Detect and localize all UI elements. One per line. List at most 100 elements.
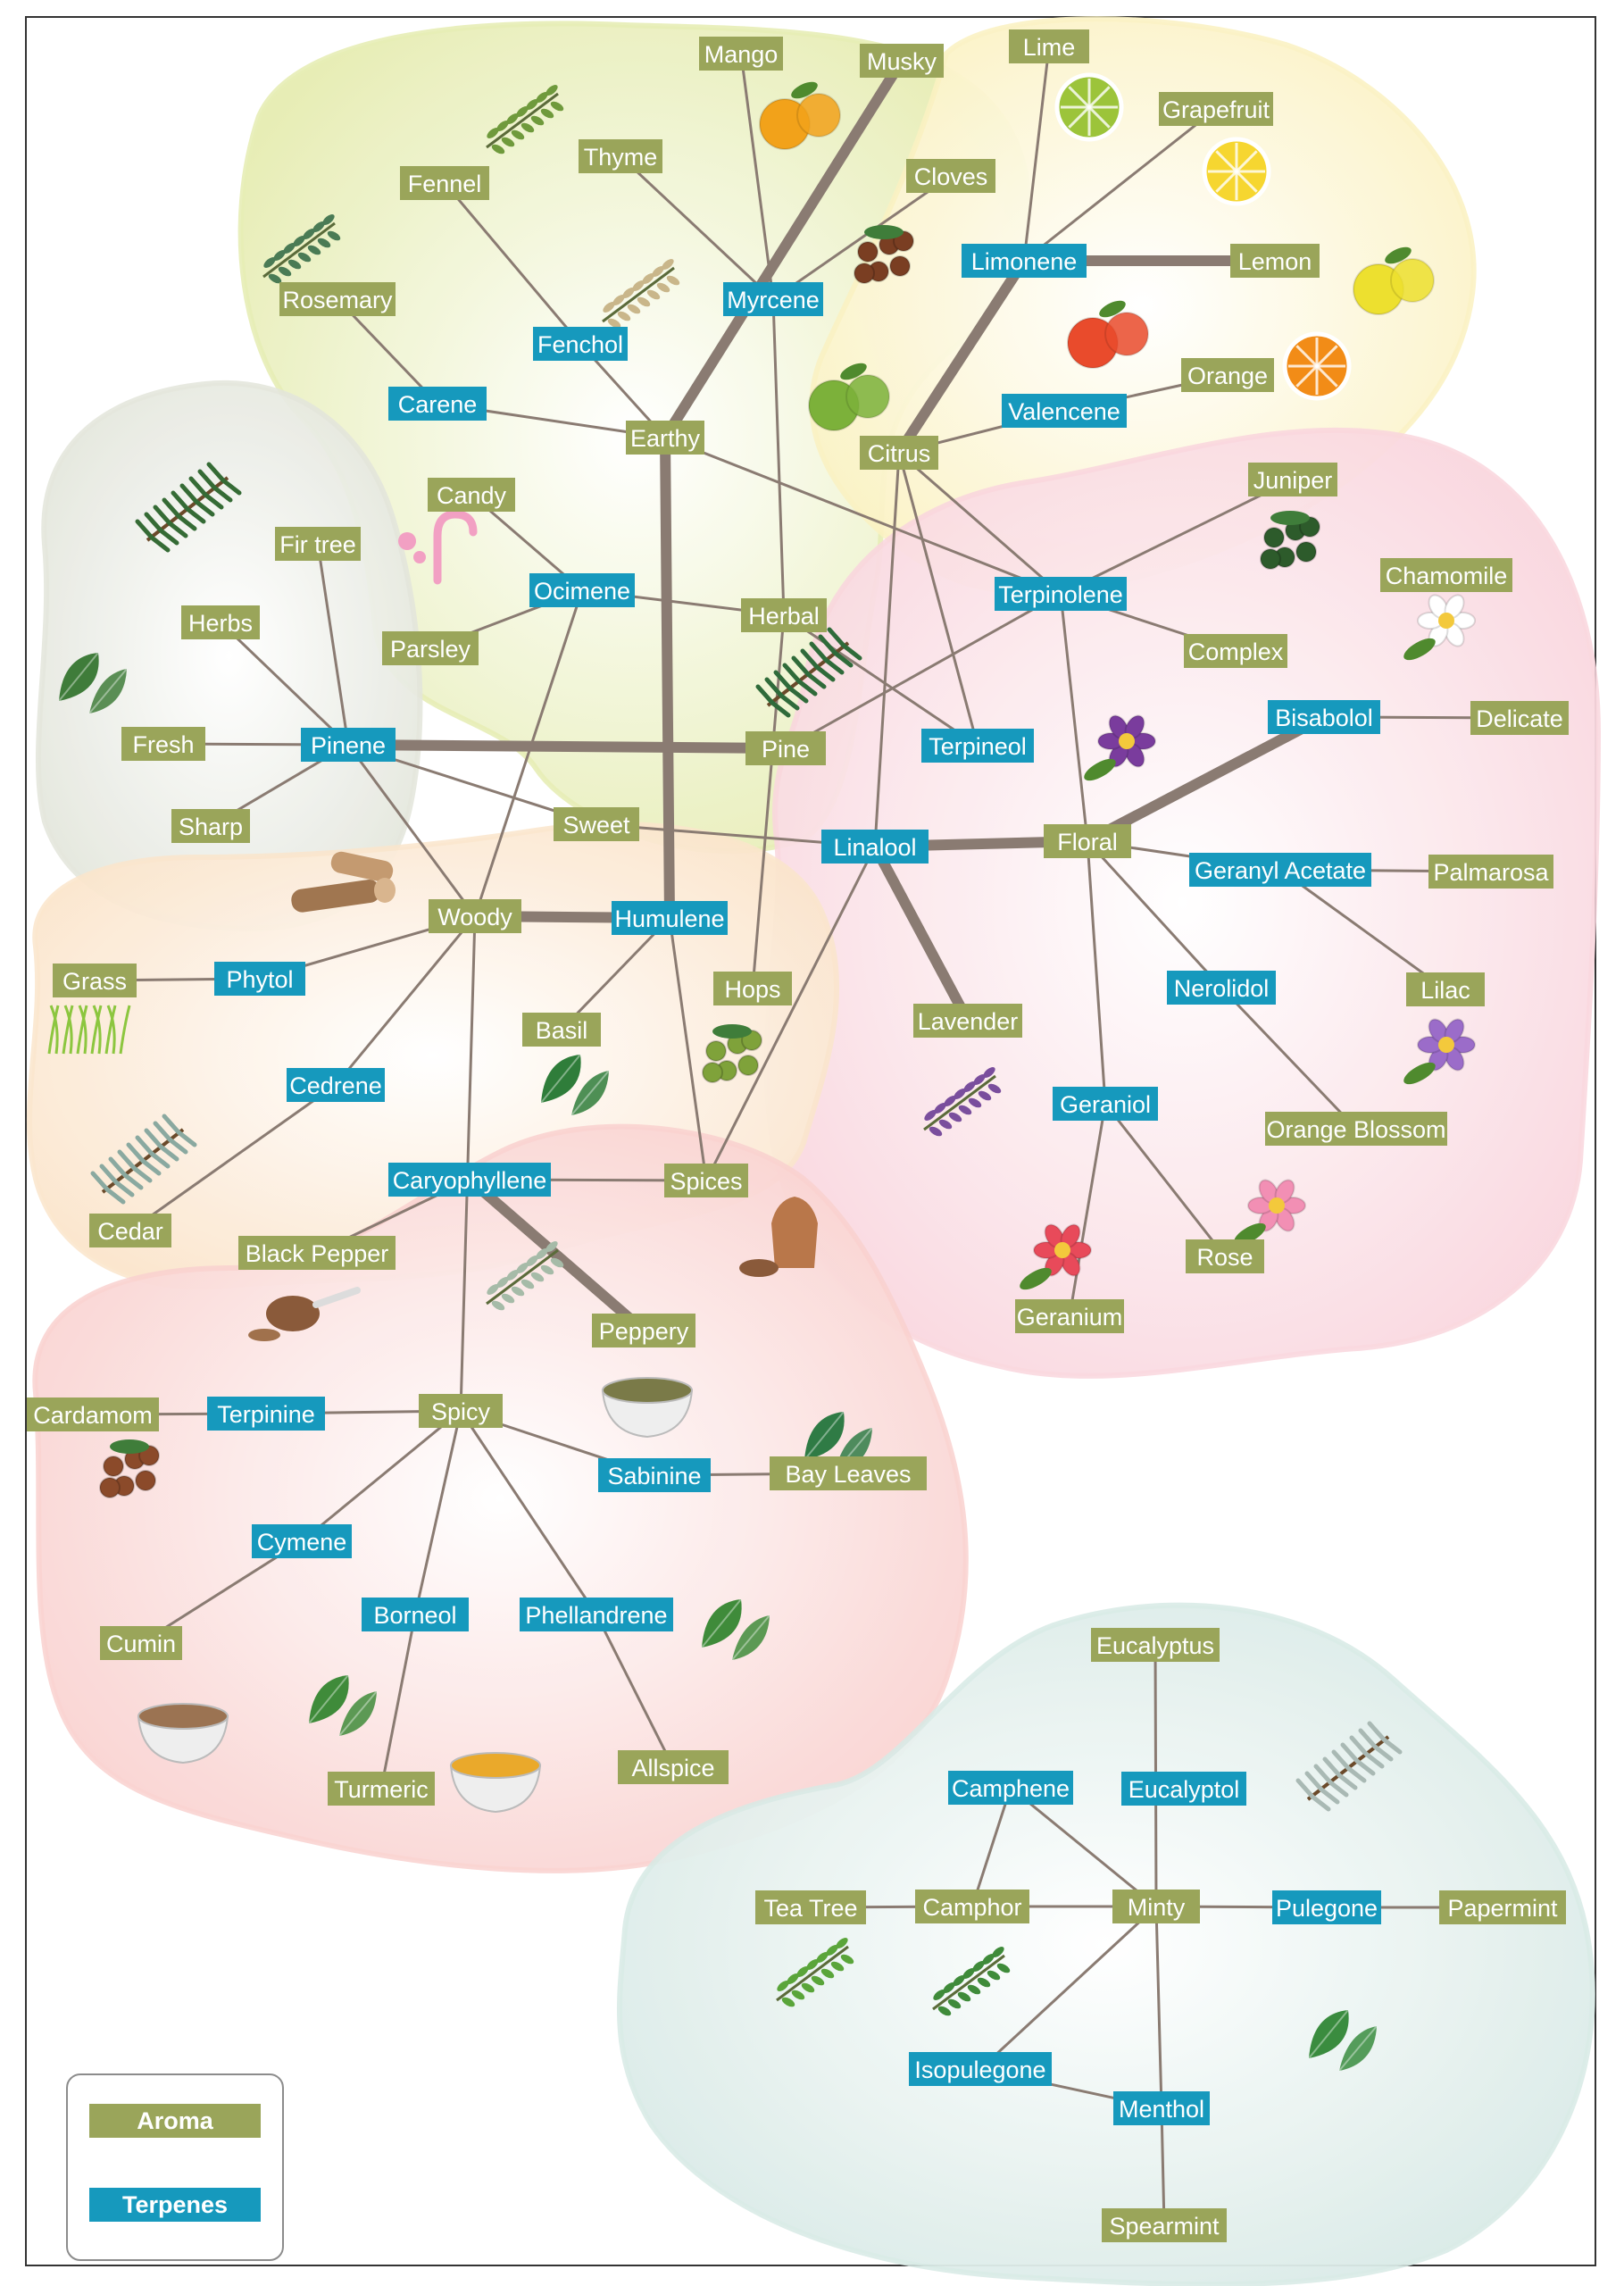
berry-leaf-icon bbox=[308, 1674, 378, 1737]
node-label-camphene: Camphene bbox=[952, 1775, 1070, 1802]
node-lilac: Lilac bbox=[1406, 972, 1485, 1006]
node-label-herbs: Herbs bbox=[188, 610, 253, 637]
link-borneol-turmeric bbox=[379, 1613, 417, 1790]
node-sabinine: Sabinine bbox=[598, 1458, 711, 1492]
node-isopulegone: Isopulegone bbox=[909, 2052, 1052, 2086]
aroma-box-spices bbox=[664, 1164, 748, 1197]
node-pulegone: Pulegone bbox=[1272, 1890, 1381, 1924]
aroma-box-camphor bbox=[915, 1890, 1029, 1923]
node-turmeric: Turmeric bbox=[328, 1772, 435, 1806]
aroma-box-woody bbox=[429, 899, 521, 933]
aroma-box-palmarosa bbox=[1428, 855, 1553, 889]
node-label-geraniol: Geraniol bbox=[1060, 1091, 1151, 1118]
terpene-box-pinene bbox=[301, 728, 396, 762]
node-label-phellandrene: Phellandrene bbox=[525, 1602, 667, 1629]
terpene-box-linalool bbox=[821, 830, 929, 864]
link-geraniol-geranium bbox=[1068, 1102, 1107, 1318]
node-label-geranium: Geranium bbox=[1017, 1304, 1123, 1331]
terpene-box-phellandrene bbox=[520, 1598, 673, 1631]
link-fennel-fenchol bbox=[443, 181, 582, 346]
node-peppery: Peppery bbox=[592, 1314, 695, 1347]
aroma-box-musky bbox=[860, 44, 944, 78]
terpene-box-ocimene bbox=[529, 573, 635, 607]
node-eucalyptus: Eucalyptus bbox=[1091, 1628, 1220, 1662]
terpene-box-carene bbox=[388, 387, 487, 421]
grass-icon bbox=[47, 1005, 131, 1055]
aroma-box-blackpepper bbox=[238, 1236, 396, 1270]
terpene-box-borneol bbox=[362, 1598, 469, 1631]
legend-aroma-swatch: Aroma bbox=[89, 2104, 261, 2138]
link-herbal-terpineol bbox=[782, 613, 979, 747]
node-label-delicate: Delicate bbox=[1476, 705, 1563, 732]
aroma-box-sweet bbox=[554, 807, 639, 841]
lemon-icon bbox=[1353, 246, 1435, 315]
node-label-valencene: Valencene bbox=[1008, 398, 1120, 425]
terpene-box-geraniol bbox=[1053, 1087, 1158, 1121]
link-floral-nerolidol bbox=[1086, 839, 1223, 989]
regions-layer bbox=[27, 16, 1602, 2286]
node-palmarosa: Palmarosa bbox=[1428, 855, 1553, 889]
link-earthy-terpinolene bbox=[663, 436, 1062, 596]
node-cedrene: Cedrene bbox=[287, 1068, 385, 1102]
node-caryophyllene: Caryophyllene bbox=[388, 1163, 551, 1197]
aroma-box-cedar bbox=[89, 1214, 171, 1247]
terpene-box-menthol bbox=[1113, 2091, 1210, 2125]
node-thyme: Thyme bbox=[579, 139, 662, 173]
rose-flower-icon bbox=[1234, 1179, 1306, 1246]
node-label-bisabolol: Bisabolol bbox=[1275, 705, 1373, 731]
node-nerolidol: Nerolidol bbox=[1167, 971, 1276, 1005]
node-allspice: Allspice bbox=[618, 1750, 729, 1784]
link-bisabolol-floral bbox=[1082, 712, 1329, 847]
link-camphene-camphor bbox=[970, 1786, 1012, 1908]
node-label-fenchol: Fenchol bbox=[537, 331, 623, 358]
node-cumin: Cumin bbox=[100, 1626, 182, 1660]
node-label-caryophyllene: Caryophyllene bbox=[393, 1167, 547, 1194]
aroma-box-firtree bbox=[275, 527, 361, 561]
node-humulene: Humulene bbox=[612, 901, 728, 935]
link-camphene-minty bbox=[1009, 1786, 1158, 1908]
node-label-rosemary: Rosemary bbox=[282, 287, 393, 313]
aroma-box-basil bbox=[522, 1013, 601, 1047]
node-label-sabinine: Sabinine bbox=[607, 1463, 701, 1489]
node-label-pulegone: Pulegone bbox=[1276, 1895, 1378, 1922]
aroma-box-allspice bbox=[618, 1750, 729, 1784]
terpene-box-cedrene bbox=[287, 1068, 385, 1102]
aroma-box-papermint bbox=[1439, 1890, 1566, 1924]
node-cymene: Cymene bbox=[252, 1524, 352, 1558]
eucalyptus-branch-icon bbox=[1295, 1721, 1403, 1812]
node-label-fennel: Fennel bbox=[408, 171, 482, 197]
node-linalool: Linalool bbox=[821, 830, 929, 864]
terpene-box-geranyl bbox=[1189, 853, 1371, 887]
node-grapefruit: Grapefruit bbox=[1159, 92, 1273, 126]
node-label-geranyl: Geranyl Acetate bbox=[1195, 857, 1366, 884]
link-firtree-pinene bbox=[316, 542, 350, 747]
node-bisabolol: Bisabolol bbox=[1268, 700, 1380, 734]
aroma-box-lilac bbox=[1406, 972, 1485, 1006]
node-terpinolene: Terpinolene bbox=[995, 577, 1127, 611]
link-menthol-spearmint bbox=[1160, 2107, 1166, 2227]
node-label-teatree: Tea Tree bbox=[763, 1895, 857, 1922]
node-herbal: Herbal bbox=[741, 598, 827, 632]
link-limonene-grapefruit bbox=[1022, 107, 1218, 263]
node-label-grass: Grass bbox=[62, 968, 127, 995]
aroma-box-pine bbox=[745, 731, 826, 765]
aroma-box-orange bbox=[1181, 358, 1274, 392]
link-humulene-basil bbox=[560, 916, 671, 1031]
node-label-terpineol: Terpineol bbox=[929, 733, 1027, 760]
camphor-sprig-icon bbox=[932, 1947, 1011, 2016]
diagram-frame bbox=[25, 16, 1596, 2266]
node-label-palmarosa: Palmarosa bbox=[1433, 859, 1549, 886]
juniper-berry-icon bbox=[1260, 511, 1320, 570]
link-phellandrene-allspice bbox=[595, 1613, 675, 1769]
node-phytol: Phytol bbox=[214, 962, 305, 996]
link-humulene-spices bbox=[668, 916, 708, 1182]
aroma-box-cloves bbox=[906, 159, 995, 193]
node-camphor: Camphor bbox=[915, 1890, 1029, 1923]
cinnamon-star-anise-icon bbox=[99, 1439, 160, 1498]
node-label-cloves: Cloves bbox=[914, 163, 988, 190]
fir-branch-icon bbox=[135, 462, 242, 553]
terpene-box-terpineol bbox=[921, 729, 1034, 763]
link-pinene-pine bbox=[343, 739, 791, 754]
aroma-box-sharp bbox=[171, 809, 250, 843]
